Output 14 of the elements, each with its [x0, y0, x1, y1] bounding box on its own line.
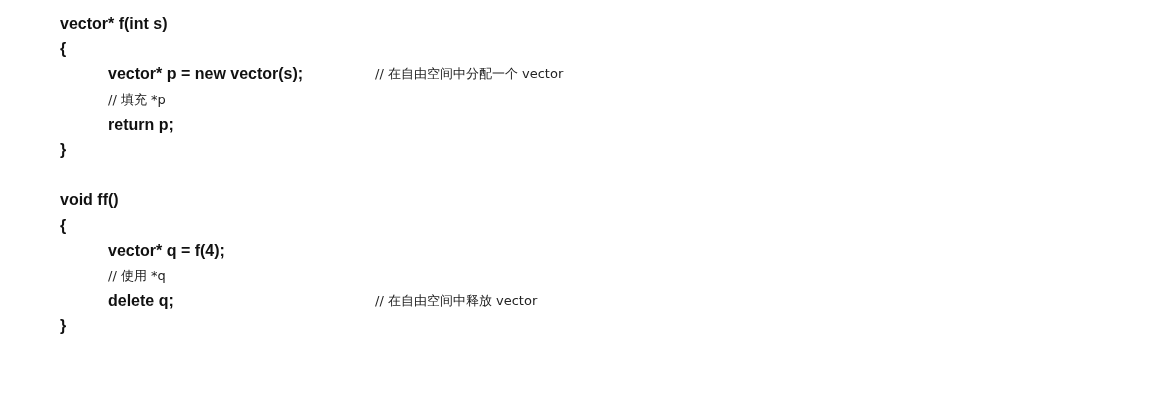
code-comment: // 在自由空间中释放 vector	[375, 292, 538, 311]
code-line: {	[60, 40, 67, 59]
code-line: vector* q = f(4);	[108, 241, 225, 260]
code-line: void ff()	[60, 191, 119, 210]
code-comment: // 在自由空间中分配一个 vector	[375, 65, 564, 84]
code-line: vector* f(int s)	[60, 15, 168, 33]
code-line: }	[60, 141, 67, 159]
code-line: }	[60, 317, 67, 336]
code-comment: // 使用 *q	[108, 267, 166, 285]
code-line: delete q;	[108, 292, 174, 311]
code-line: vector* p = new vector(s);	[108, 65, 304, 84]
code-comment: // 填充 *p	[108, 90, 166, 109]
code-line: return p;	[108, 115, 174, 134]
code-line: {	[60, 216, 67, 235]
